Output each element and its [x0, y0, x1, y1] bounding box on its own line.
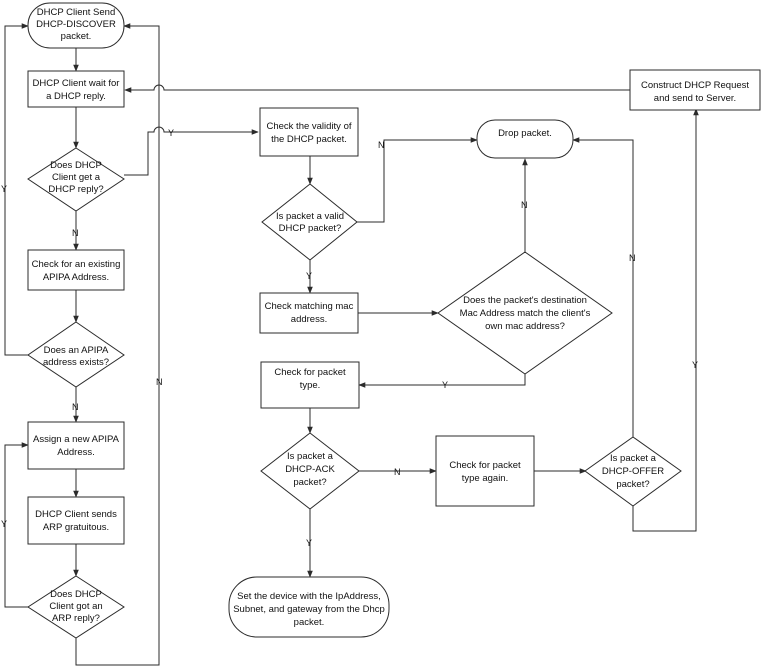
mac-match-decision [437, 251, 613, 375]
label-valid-no: N [378, 140, 385, 150]
wait-box [27, 70, 125, 108]
label-arp-yes: Y [1, 519, 7, 529]
edge-apipa-yes [4, 23, 29, 356]
start-node [27, 2, 125, 49]
label-apipa-no: N [72, 402, 79, 412]
label-arp-no: N [156, 377, 163, 387]
apipa-exists-decision [27, 321, 125, 388]
edge-mac-yes [358, 374, 526, 388]
edge-offer-no [572, 137, 634, 437]
label-offer-yes: Y [692, 360, 698, 370]
check-type-box [260, 361, 360, 409]
edge-construct-to-wait [124, 84, 630, 93]
edge-valid-no [357, 137, 478, 223]
set-device-label: Set the device with the IpAddress,Subnet… [233, 591, 385, 628]
is-ack-decision [260, 432, 360, 510]
label-offer-no: N [629, 253, 636, 263]
got-reply-decision [27, 147, 125, 212]
check-type-again-box [435, 435, 535, 507]
got-arp-decision [27, 575, 125, 639]
construct-box [629, 69, 761, 111]
edge-arp-no [75, 23, 160, 666]
check-apipa-box [27, 249, 125, 291]
label-valid-yes: Y [306, 271, 312, 281]
edge-got-reply-yes [124, 126, 259, 176]
drop-node [476, 119, 574, 159]
edge-offer-yes [632, 108, 699, 532]
edge-arp-yes [4, 442, 29, 608]
set-device-node [228, 576, 390, 638]
label-ack-yes: Y [306, 538, 312, 548]
label-got-reply-yes: Y [168, 128, 174, 138]
send-arp-box [27, 496, 125, 545]
is-offer-decision [584, 436, 682, 507]
label-mac-yes: Y [442, 380, 448, 390]
label-mac-no: N [521, 200, 528, 210]
label-apipa-yes: Y [1, 184, 7, 194]
drop-label: Drop packet. [498, 128, 552, 139]
assign-apipa-box [27, 421, 125, 470]
check-mac-box [259, 292, 359, 334]
label-got-reply-no: N [72, 228, 79, 238]
label-ack-no: N [394, 467, 401, 477]
valid-packet-decision [261, 183, 358, 261]
validity-box [259, 107, 359, 157]
